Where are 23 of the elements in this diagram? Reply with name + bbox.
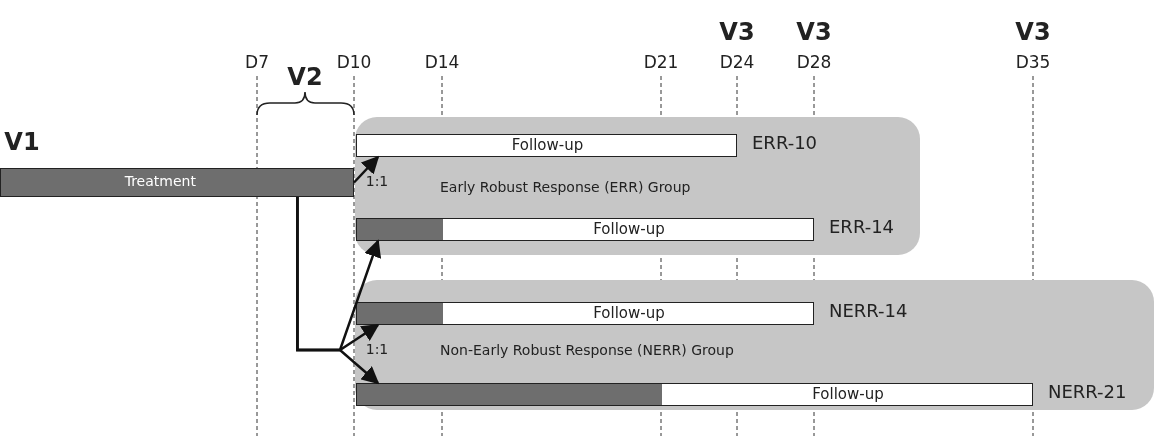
ratio-label: 1:1 <box>365 173 389 189</box>
bar-label: Follow-up <box>812 385 884 403</box>
visit-label: V3 <box>796 18 832 46</box>
group-band <box>355 117 920 255</box>
group-title: Non-Early Robust Response (NERR) Group <box>440 342 734 358</box>
bar-label: Treatment <box>124 173 196 189</box>
visit-label: V2 <box>287 63 323 91</box>
group-band <box>355 280 1154 410</box>
bar-label: Follow-up <box>593 304 665 322</box>
arm-label: ERR-14 <box>829 216 895 237</box>
bar-label: Follow-up <box>511 136 584 154</box>
arrow <box>353 155 380 184</box>
arm-label: NERR-14 <box>829 300 908 321</box>
arrow <box>296 197 380 385</box>
ratio-label: 1:1 <box>365 341 389 357</box>
visit-label: V3 <box>719 18 755 46</box>
treatment-bar <box>0 168 354 197</box>
arm-label: ERR-10 <box>752 132 818 153</box>
visit-label: V1 <box>4 128 40 156</box>
visit-label: V3 <box>1015 18 1051 46</box>
group-title: Early Robust Response (ERR) Group <box>440 179 691 195</box>
bar-label: Follow-up <box>593 220 665 238</box>
arm-label: NERR-21 <box>1048 381 1127 402</box>
